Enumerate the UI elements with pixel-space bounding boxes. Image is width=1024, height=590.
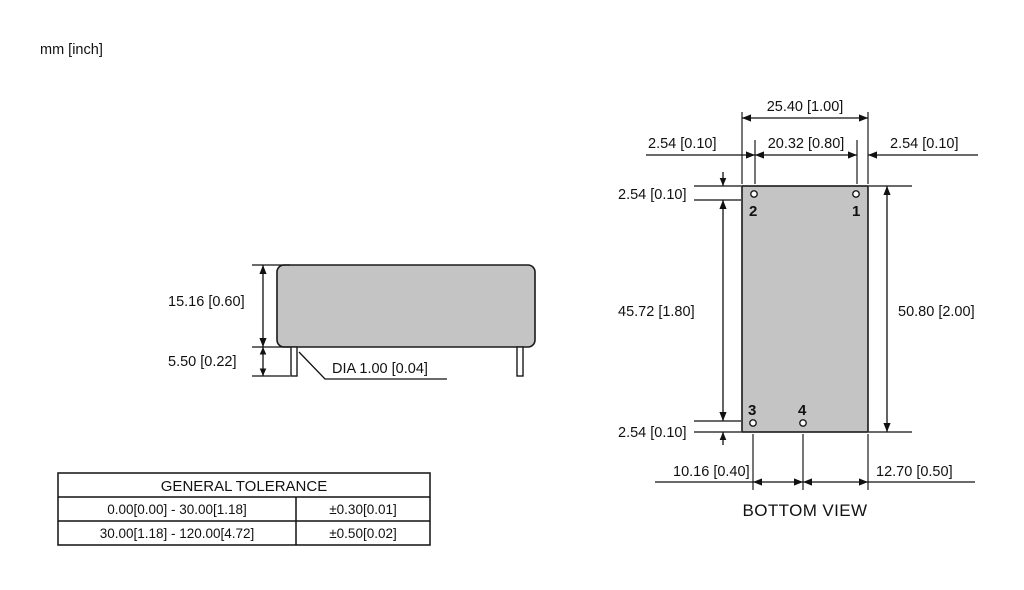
- dim-label-top-margin: 2.54 [0.10]: [618, 187, 687, 203]
- units-note: mm [inch]: [40, 42, 103, 58]
- side-view-group: 15.16 [0.60] 5.50 [0.22] DIA 1.00 [0.04]: [168, 264, 536, 380]
- side-view-body: [276, 264, 536, 348]
- tolerance-table-title: GENERAL TOLERANCE: [161, 478, 327, 495]
- arrow-width-right: [859, 114, 868, 122]
- pad-hole-1: [852, 190, 860, 198]
- bottom-view-caption: BOTTOM VIEW: [743, 501, 868, 520]
- arrow-right-margin: [868, 151, 877, 159]
- dim-label-inner-width: 20.32 [0.80]: [768, 136, 845, 152]
- tolerance-row-2-range: 30.00[1.18] - 120.00[4.72]: [100, 526, 255, 541]
- arrow-inner-left: [755, 151, 764, 159]
- bottom-view-outline: [741, 185, 869, 433]
- arrow-inner-right: [848, 151, 857, 159]
- dim-label-right-margin: 2.54 [0.10]: [890, 136, 959, 152]
- dim-label-pin-dia: DIA 1.00 [0.04]: [332, 361, 428, 377]
- arrow-pad4-right: [803, 478, 812, 486]
- arrow-overall-height-bottom: [883, 423, 891, 432]
- arrow-pin-bottom: [259, 368, 267, 376]
- arrow-pad3-right: [753, 478, 762, 486]
- arrow-overall-height-top: [883, 186, 891, 195]
- dim-label-pin-length: 5.50 [0.22]: [168, 354, 237, 370]
- tolerance-row-2-value: ±0.50[0.02]: [329, 526, 396, 541]
- tolerance-table-border: [57, 472, 431, 546]
- pad-hole-2: [750, 190, 758, 198]
- arrow-height-top: [259, 265, 267, 274]
- pad-label-3: 3: [748, 402, 756, 419]
- arrow-width-left: [742, 114, 751, 122]
- dim-label-height: 15.16 [0.60]: [168, 294, 245, 310]
- arrow-bottom-margin: [719, 432, 727, 440]
- arrow-pin-top: [259, 347, 267, 355]
- dim-label-pad3-offset: 10.16 [0.40]: [673, 464, 750, 480]
- tolerance-row-1-value: ±0.30[0.01]: [329, 502, 396, 517]
- pad-hole-3: [749, 419, 757, 427]
- dim-label-pad-span: 45.72 [1.80]: [618, 304, 695, 320]
- arrow-right-edge-left: [859, 478, 868, 486]
- tolerance-row-1-range: 0.00[0.00] - 30.00[1.18]: [107, 502, 247, 517]
- arrow-top-margin: [719, 178, 727, 186]
- side-view-pin-right: [516, 346, 524, 377]
- pad-label-1: 1: [852, 203, 860, 220]
- pad-hole-4: [799, 419, 807, 427]
- dim-label-overall-width: 25.40 [1.00]: [767, 99, 844, 115]
- bottom-view-group: 2 1 3 4 25.40 [1.00] 20.32 [0.80] 2.54 […: [618, 99, 978, 520]
- arrow-pad-span-bottom: [719, 412, 727, 421]
- arrow-height-bottom: [259, 338, 267, 347]
- leader-line-pin-dia: [298, 351, 447, 380]
- dim-label-pad4-offset: 12.70 [0.50]: [876, 464, 953, 480]
- tolerance-table-bg: [58, 473, 430, 545]
- arrow-pad4-left: [794, 478, 803, 486]
- dim-label-bottom-margin: 2.54 [0.10]: [618, 425, 687, 441]
- arrow-pad-span-top: [719, 200, 727, 209]
- pad-label-2: 2: [749, 203, 757, 220]
- dim-label-overall-height: 50.80 [2.00]: [898, 304, 975, 320]
- pad-label-4: 4: [798, 402, 807, 419]
- arrow-left-margin: [746, 151, 755, 159]
- dim-label-left-margin: 2.54 [0.10]: [648, 136, 717, 152]
- tolerance-table: GENERAL TOLERANCE 0.00[0.00] - 30.00[1.1…: [57, 472, 431, 546]
- side-view-pin-left: [290, 346, 298, 377]
